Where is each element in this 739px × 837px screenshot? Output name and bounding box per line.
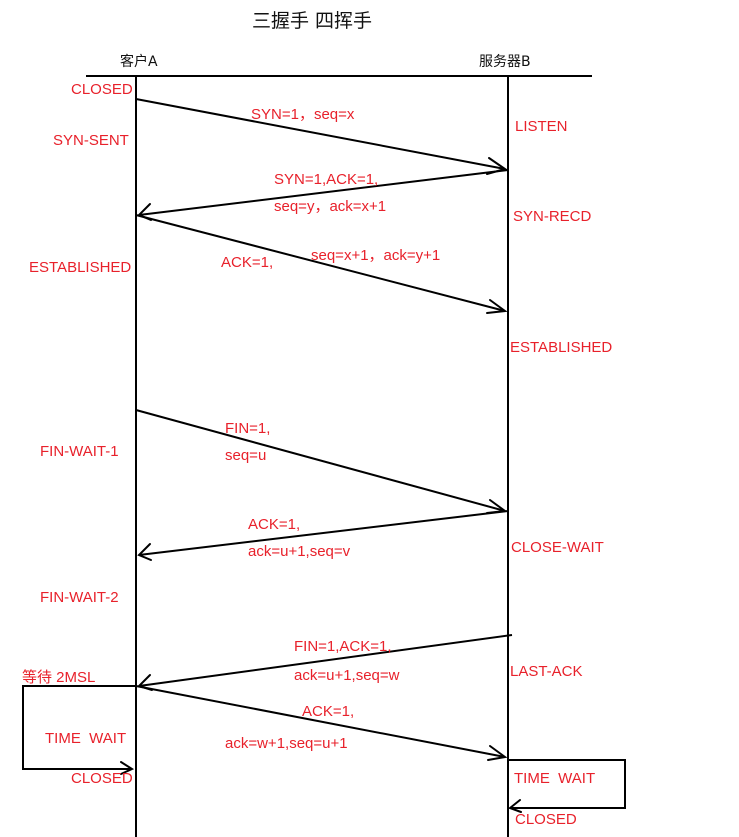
arrow-fin1 (135, 409, 506, 512)
server-state-closed: CLOSED (515, 811, 577, 828)
client-time-wait-box (22, 685, 136, 770)
msg-ack-line2: seq=x+1，ack=y+1 (311, 247, 440, 264)
server-time-wait-head (507, 799, 522, 813)
client-state-syn-sent: SYN-SENT (53, 132, 129, 149)
diagram-title: 三握手 四挥手 (252, 10, 372, 32)
arrow-ack2 (135, 685, 506, 758)
msg-ack-line1: ACK=1, (221, 254, 273, 271)
msg-syn-label: SYN=1，seq=x (251, 106, 355, 123)
arrow-syn (135, 98, 506, 170)
msg-fin2-line2: ack=u+1,seq=w (294, 667, 400, 684)
server-time-wait-box (508, 759, 626, 809)
arrow-ack2-head (487, 745, 508, 761)
server-label: 服务器B (479, 54, 531, 70)
arrow-fin2 (138, 634, 513, 687)
client-state-fin-wait-1: FIN-WAIT-1 (40, 443, 119, 460)
server-state-time-wait: TIME WAIT (514, 770, 595, 787)
client-state-fin-wait-2: FIN-WAIT-2 (40, 589, 119, 606)
client-label: 客户A (120, 53, 158, 70)
arrow-syn-ack (138, 169, 509, 216)
server-state-listen: LISTEN (515, 118, 568, 135)
arrow-ack1-head (137, 543, 152, 561)
server-state-last-ack: LAST-ACK (510, 663, 583, 680)
client-state-time-wait: TIME WAIT (45, 730, 126, 747)
client-state-wait-2msl: 等待 2MSL (22, 668, 95, 686)
msg-syn-ack-line1: SYN=1,ACK=1, (274, 171, 378, 188)
msg-ack2-line2: ack=w+1,seq=u+1 (225, 735, 348, 752)
arrow-ack-head (486, 299, 508, 314)
msg-fin2-line1: FIN=1,ACK=1, (294, 638, 392, 655)
msg-fin1-line2: seq=u (225, 447, 266, 464)
server-state-close-wait: CLOSE-WAIT (511, 539, 604, 556)
msg-ack1-line2: ack=u+1,seq=v (248, 543, 351, 560)
arrow-ack1 (138, 510, 509, 556)
msg-syn-ack-line2: seq=y，ack=x+1 (274, 198, 386, 215)
msg-fin1-line1: FIN=1, (225, 420, 270, 437)
server-state-established: ESTABLISHED (510, 339, 612, 356)
server-state-syn-recd: SYN-RECD (513, 208, 592, 225)
client-time-wait-head (120, 761, 135, 775)
client-state-established: ESTABLISHED (29, 259, 131, 276)
arrow-ack (135, 214, 506, 312)
client-state-closed: CLOSED (71, 81, 133, 98)
client-state-closed-final: CLOSED (71, 770, 133, 787)
msg-ack1-line1: ACK=1, (248, 516, 300, 533)
msg-ack2-line1: ACK=1, (302, 703, 354, 720)
